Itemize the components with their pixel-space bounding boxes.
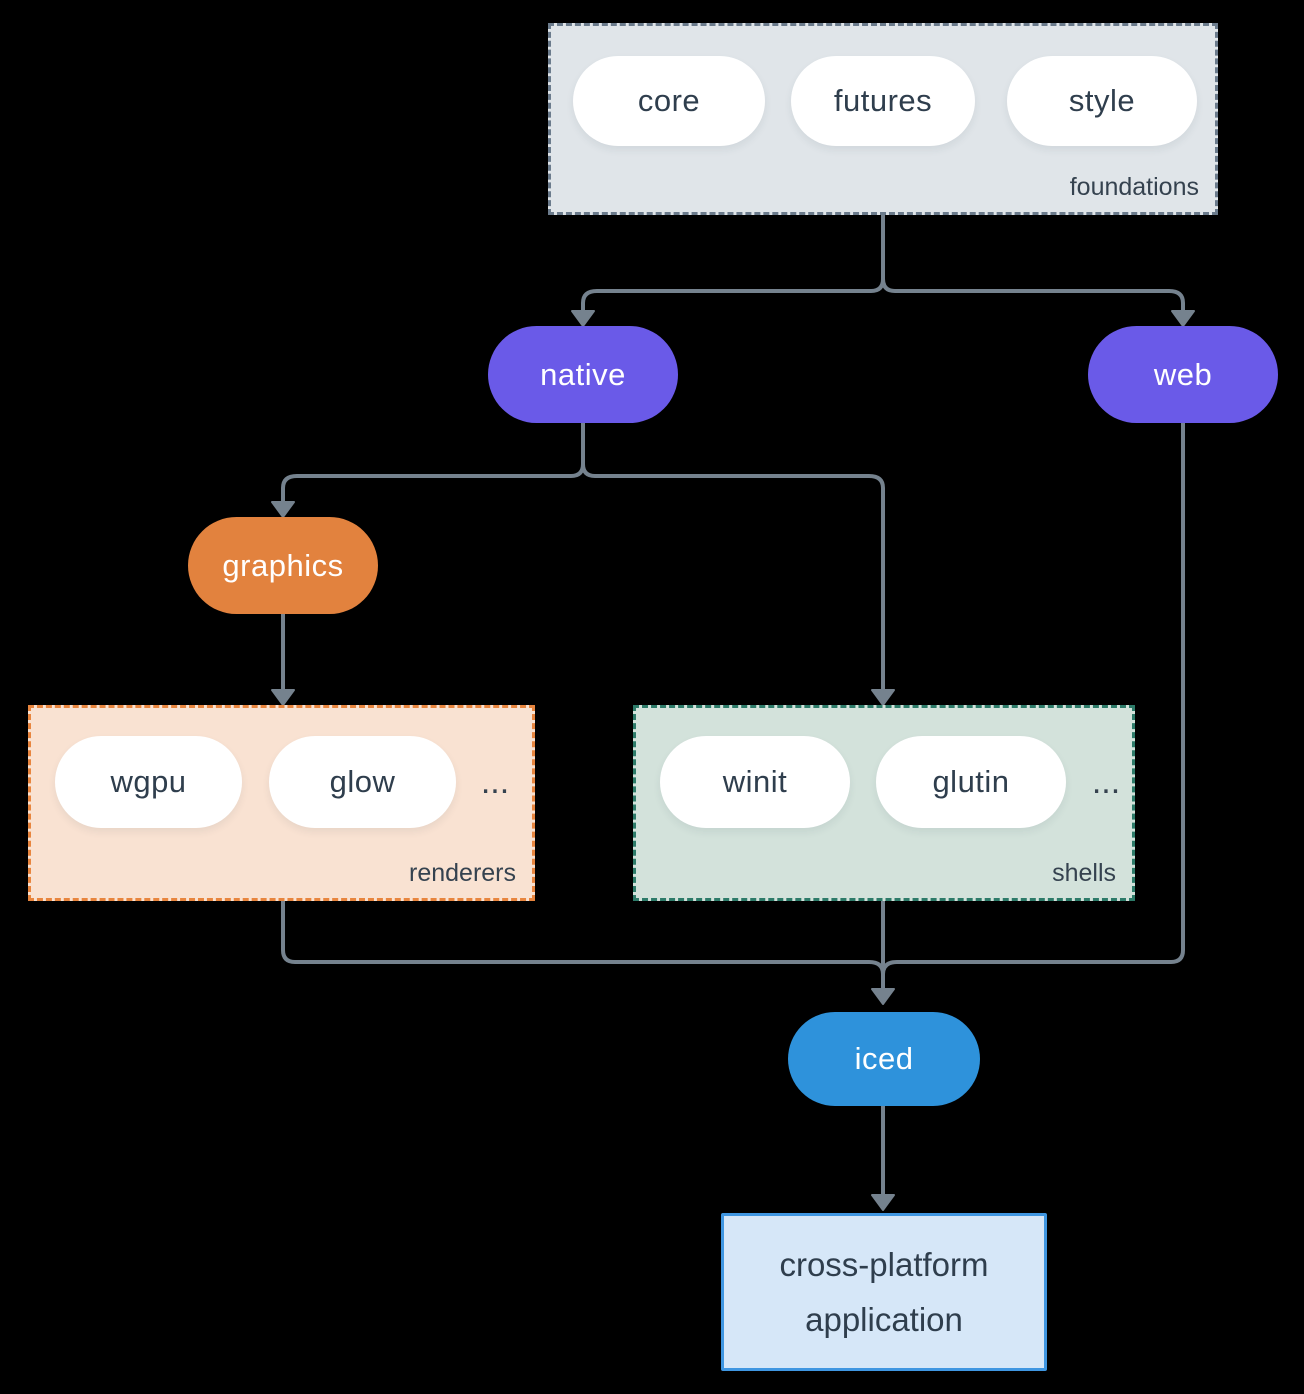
node-wgpu: wgpu bbox=[55, 736, 242, 828]
group-renderers: wgpu glow ... renderers bbox=[28, 705, 535, 901]
node-web: web bbox=[1088, 326, 1278, 423]
node-futures: futures bbox=[791, 56, 975, 146]
arrowhead-native bbox=[571, 310, 595, 327]
connector-foundations-web bbox=[881, 213, 1185, 313]
node-futures-label: futures bbox=[833, 83, 933, 118]
node-winit-label: winit bbox=[722, 764, 788, 799]
node-web-label: web bbox=[1153, 356, 1213, 392]
arrowhead-renderers bbox=[271, 689, 295, 706]
application-label-line2: application bbox=[805, 1301, 963, 1338]
arrowhead-iced bbox=[871, 988, 895, 1005]
node-graphics: graphics bbox=[188, 517, 378, 614]
arrowhead-application bbox=[871, 1194, 895, 1211]
connector-foundations-native bbox=[581, 213, 885, 313]
node-wgpu-label: wgpu bbox=[110, 764, 187, 799]
renderers-ellipsis: ... bbox=[480, 762, 510, 801]
node-glutin: glutin bbox=[876, 736, 1066, 828]
node-style-label: style bbox=[1068, 83, 1136, 118]
node-iced: iced bbox=[788, 1012, 980, 1106]
node-core-label: core bbox=[637, 83, 701, 118]
arrowhead-graphics bbox=[271, 501, 295, 518]
arrowhead-web bbox=[1171, 310, 1195, 327]
connector-native-graphics bbox=[281, 421, 585, 504]
arrowhead-shells bbox=[871, 689, 895, 706]
node-glow: glow bbox=[269, 736, 456, 828]
node-glutin-label: glutin bbox=[932, 764, 1010, 799]
node-native-label: native bbox=[540, 356, 626, 392]
application-label-line1: cross-platform bbox=[779, 1246, 989, 1283]
node-iced-label: iced bbox=[854, 1041, 914, 1076]
node-graphics-label: graphics bbox=[222, 547, 344, 583]
node-winit: winit bbox=[660, 736, 850, 828]
group-shells-label: shells bbox=[1052, 859, 1116, 887]
node-glow-label: glow bbox=[329, 764, 396, 799]
group-foundations-label: foundations bbox=[1069, 173, 1199, 201]
shells-ellipsis: ... bbox=[1091, 762, 1121, 801]
node-cross-platform-application: cross-platform application bbox=[721, 1213, 1047, 1371]
node-core: core bbox=[573, 56, 765, 146]
group-renderers-label: renderers bbox=[409, 859, 516, 887]
group-shells: winit glutin ... shells bbox=[633, 705, 1135, 901]
connector-native-shells bbox=[581, 421, 885, 692]
node-style: style bbox=[1007, 56, 1197, 146]
group-foundations: core futures style foundations bbox=[548, 23, 1218, 215]
connector-renderers-iced bbox=[281, 899, 885, 991]
node-native: native bbox=[488, 326, 678, 423]
